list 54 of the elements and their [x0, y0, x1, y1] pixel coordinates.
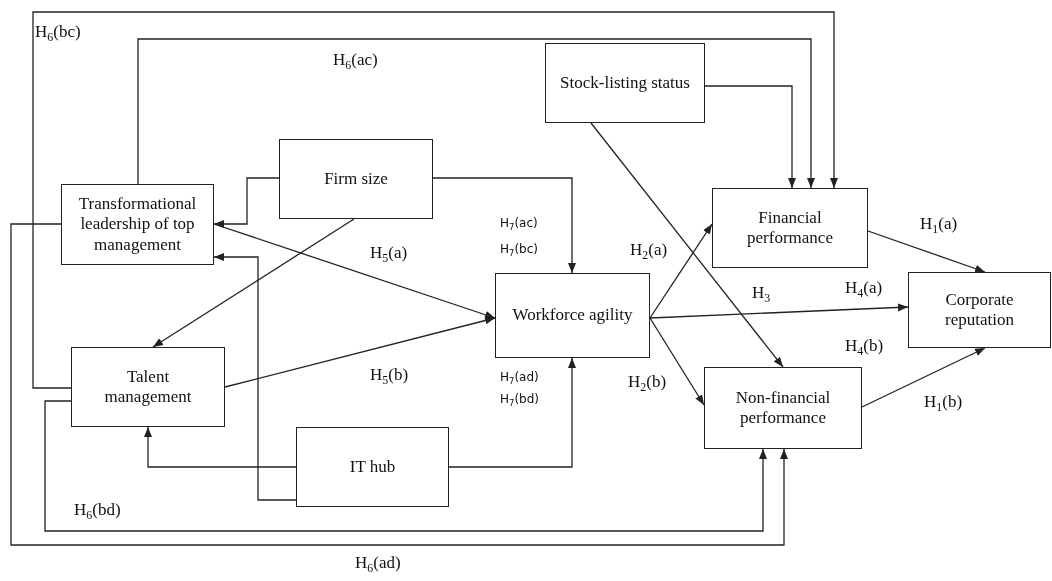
arrow — [213, 223, 496, 319]
variable-box — [704, 367, 862, 449]
box-label: IT hub — [348, 456, 397, 478]
hypothesis-label: H$_{2}$(b) — [628, 372, 667, 395]
hypothesis-label: H$_{5}$(b) — [370, 365, 409, 388]
hypothesis-label: H$_{7}$(ad) — [500, 370, 539, 387]
arrow — [861, 347, 986, 408]
hypothesis-label: H$_{6}$(ad) — [355, 553, 401, 576]
variable-box — [495, 273, 650, 358]
box-label: Firm size — [323, 168, 389, 190]
hypothesis-label: H$_{1}$(a) — [920, 214, 958, 237]
hypothesis-label: H$_{6}$(bd) — [74, 500, 121, 523]
variable-box — [545, 43, 705, 123]
arrow — [137, 38, 815, 189]
hypothesis-label: H$_{4}$(b) — [845, 336, 884, 359]
arrow — [152, 218, 355, 348]
arrow — [590, 122, 784, 368]
variable-box — [908, 272, 1051, 348]
hypothesis-label: H$_{1}$(b) — [924, 392, 963, 415]
arrow — [224, 316, 496, 388]
hypothesis-label: H$_{5}$(a) — [370, 243, 408, 266]
arrow — [649, 303, 909, 319]
box-label: Talent management — [103, 366, 193, 408]
variable-box — [279, 139, 433, 219]
variable-box — [296, 427, 449, 507]
hypothesis-label: H$_{4}$(a) — [845, 278, 883, 301]
variable-box — [712, 188, 868, 268]
hypothesis-label: H$_{2}$(a) — [630, 240, 668, 263]
hypothesis-label: H$_{6}$(ac) — [333, 50, 378, 73]
box-label: Workforce agility — [511, 305, 634, 326]
arrow — [44, 400, 767, 532]
arrow — [213, 177, 280, 228]
arrow — [649, 223, 713, 319]
variable-box — [71, 347, 225, 427]
arrow — [144, 426, 297, 468]
arrow — [32, 11, 838, 389]
box-label: Stock-listing status — [559, 72, 691, 94]
box-label: Corporate reputation — [944, 289, 1015, 331]
variable-box — [61, 184, 214, 265]
hypothesis-label: H$_{3}$ — [752, 283, 771, 306]
arrow — [867, 230, 986, 273]
arrow — [213, 253, 297, 501]
box-label: Transformational leadership of top management — [77, 193, 198, 256]
hypothesis-label: H$_{7}$(bd) — [500, 392, 539, 409]
arrow — [704, 85, 796, 189]
box-label: Non-financial performance — [734, 387, 832, 429]
box-label: Financial performance — [746, 207, 834, 249]
arrow — [649, 317, 705, 406]
hypothesis-label: H$_{7}$(bc) — [500, 242, 538, 259]
arrow — [10, 223, 788, 546]
arrow — [432, 177, 576, 274]
arrow — [448, 357, 576, 468]
hypothesis-label: H$_{7}$(ac) — [500, 216, 538, 233]
hypothesis-label: H$_{6}$(bc) — [35, 22, 81, 45]
